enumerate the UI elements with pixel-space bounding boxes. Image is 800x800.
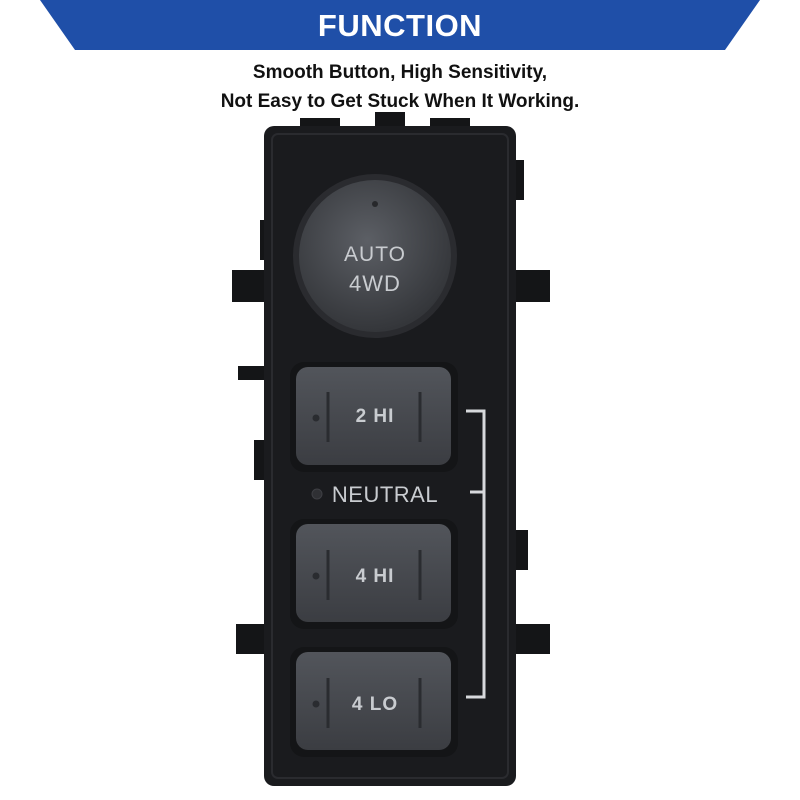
button-4hi[interactable]: 4 HI [355, 566, 395, 587]
mode-bracket [466, 409, 486, 699]
4lo-button-body [296, 652, 451, 750]
neutral-label: NEUTRAL [331, 482, 439, 507]
4hi-button-body [296, 524, 451, 622]
button-4lo[interactable]: 4 LO [351, 694, 399, 715]
neutral-indicator [311, 488, 323, 500]
knob-label-4wd: 4WD [349, 271, 401, 296]
knob-label-auto: AUTO [344, 243, 406, 266]
description-line-2: Not Easy to Get Stuck When It Working. [220, 91, 580, 112]
function-banner [40, 0, 760, 50]
banner-title: FUNCTION [317, 8, 483, 43]
2hi-button-body [296, 367, 451, 465]
button-2hi[interactable]: 2 HI [355, 406, 395, 427]
side-clips [232, 160, 550, 720]
description-line-1: Smooth Button, High Sensitivity, [252, 62, 548, 83]
